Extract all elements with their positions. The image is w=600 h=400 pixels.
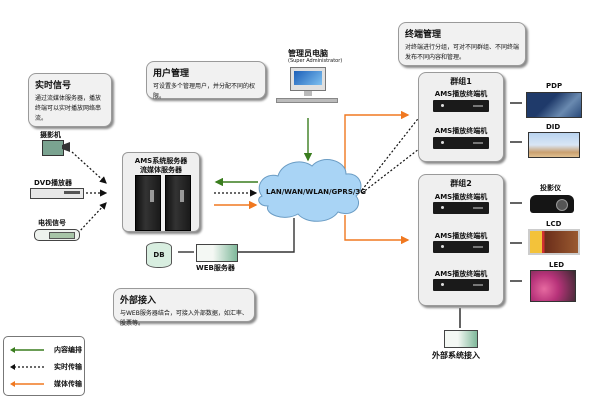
legend-item-media-transfer: 媒体传输 — [10, 379, 86, 389]
web-server-icon — [196, 244, 238, 262]
legend-label: 实时传输 — [54, 363, 82, 371]
did-display-icon — [528, 132, 580, 158]
led-display-icon — [530, 270, 576, 302]
terminal-label: AMS播放终端机 — [434, 127, 488, 135]
legend-line-green — [10, 347, 44, 353]
realtime-link-terminal-1 — [361, 105, 429, 191]
tv-tuner-icon — [34, 229, 80, 241]
callout-realtime-signal: 实时信号 通过流媒体服务器，播放终端可以实时播放网络串流。 — [28, 73, 112, 127]
web-server-link — [238, 218, 295, 253]
server-label-line1: AMS系统服务器 — [134, 157, 188, 165]
terminal-device-icon — [433, 137, 489, 149]
terminal-device-icon — [433, 241, 489, 253]
source-label-tv: 电视信号 — [38, 219, 66, 227]
callout-title: 实时信号 — [35, 81, 72, 91]
network-cloud — [258, 159, 362, 222]
legend-item-realtime-transfer: 实时传输 — [10, 362, 86, 372]
terminal-group-2: 群组2 AMS播放终端机 AMS播放终端机 AMS播放终端机 — [418, 174, 504, 306]
network-label: LAN/WAN/WLAN/GPRS/3G — [266, 188, 367, 196]
callout-body: 与WEB服务器结合，可接入外部数据，如汇率、股票等。 — [120, 310, 248, 327]
callout-body: 通过流媒体服务器，播放终端可以实时播放网络串流。 — [35, 95, 102, 122]
projector-icon — [530, 195, 574, 213]
terminal-label: AMS播放终端机 — [434, 270, 488, 278]
lcd-display-icon — [528, 229, 580, 255]
group-title: 群组1 — [450, 77, 472, 86]
legend-label: 内容编排 — [54, 346, 82, 354]
callout-body: 可设置多个管理用户，并分配不同的权限。 — [153, 83, 256, 100]
legend-line-dotted — [10, 364, 44, 370]
display-label-led: LED — [549, 261, 565, 269]
callout-terminal-management: 终端管理 对终端进行分组，可对不同群组、不同终端发布不同内容和管理。 — [398, 22, 526, 66]
db-label: DB — [153, 251, 165, 259]
database-icon: DB — [146, 242, 172, 268]
ams-streaming-server: AMS系统服务器 流媒体服务器 — [122, 152, 200, 232]
legend-line-orange — [10, 381, 44, 387]
source-label-dvd: DVD播放器 — [34, 179, 73, 187]
display-label-lcd: LCD — [546, 220, 562, 228]
tv-link — [77, 202, 107, 234]
realtime-link-terminal-2 — [361, 141, 429, 194]
admin-computer-icon — [290, 67, 326, 97]
terminal-group-1: 群组1 AMS播放终端机 AMS播放终端机 — [418, 72, 504, 162]
callout-external-access: 外部接入 与WEB服务器结合，可接入外部数据，如汇率、股票等。 — [113, 288, 255, 327]
web-server-label: WEB服务器 — [196, 264, 235, 272]
camera-link — [71, 151, 107, 184]
terminal-device-icon — [433, 202, 489, 214]
callout-user-management: 用户管理 可设置多个管理用户，并分配不同的权限。 — [146, 61, 266, 100]
terminal-label: AMS播放终端机 — [434, 90, 488, 98]
pdp-display-icon — [526, 92, 582, 118]
server-rack-icon — [165, 175, 191, 231]
keyboard-icon — [276, 98, 338, 103]
admin-subtitle: (Super Administrator) — [288, 58, 343, 64]
terminal-label: AMS播放终端机 — [434, 232, 488, 240]
terminal-device-icon — [433, 279, 489, 291]
media-link-group2 — [344, 215, 410, 245]
group-title: 群组2 — [450, 179, 472, 188]
callout-title: 用户管理 — [153, 69, 190, 79]
callout-title: 终端管理 — [405, 30, 442, 40]
server-label-line2: 流媒体服务器 — [140, 166, 182, 174]
source-label-camera: 摄影机 — [40, 131, 61, 139]
terminal-label: AMS播放终端机 — [434, 193, 488, 201]
camera-icon — [42, 140, 70, 156]
legend-item-content-arrangement: 内容编排 — [10, 345, 86, 355]
external-system-label: 外部系统接入 — [432, 351, 480, 360]
server-rack-icon — [135, 175, 161, 231]
media-link-group1 — [344, 110, 410, 175]
admin-title: 管理员电脑 — [288, 49, 328, 58]
legend: 内容编排 实时传输 媒体传输 — [3, 336, 85, 396]
display-label-pdp: PDP — [546, 82, 563, 90]
terminal-device-icon — [433, 100, 489, 112]
callout-body: 对终端进行分组，可对不同群组、不同终端发布不同内容和管理。 — [405, 44, 520, 61]
callout-title: 外部接入 — [120, 296, 157, 306]
external-system-icon — [444, 330, 478, 348]
legend-label: 媒体传输 — [54, 380, 82, 388]
dvd-player-icon — [30, 188, 84, 199]
display-label-projector: 投影仪 — [540, 184, 561, 192]
display-label-did: DID — [546, 123, 561, 131]
